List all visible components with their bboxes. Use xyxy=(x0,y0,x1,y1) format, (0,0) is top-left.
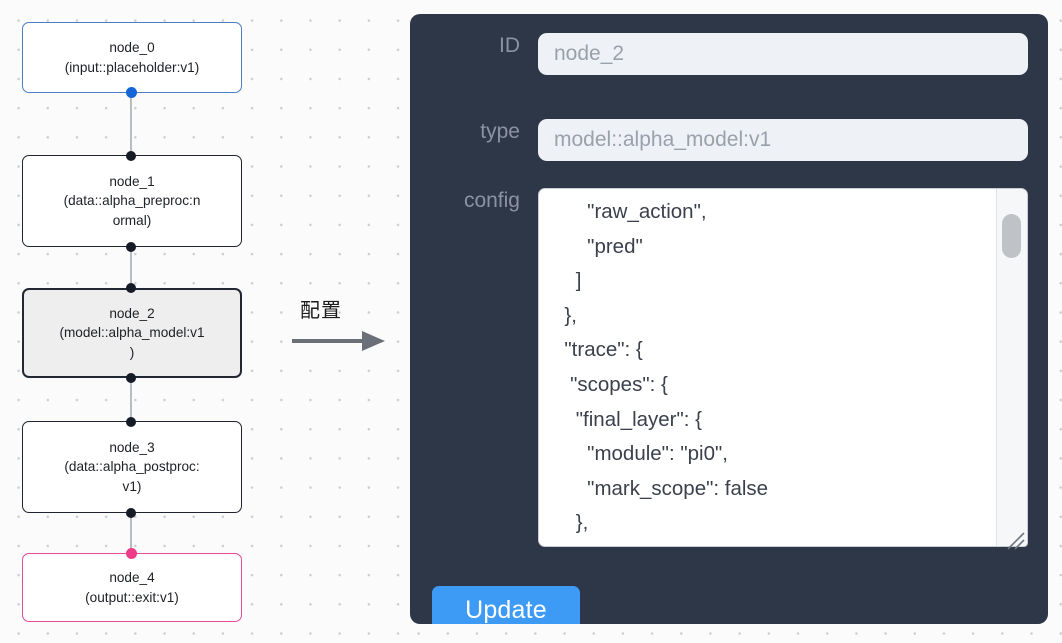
edge-node1-node2 xyxy=(130,246,132,292)
edge-node0-node1 xyxy=(130,92,132,160)
node-handle-target-node_1[interactable] xyxy=(126,151,136,161)
graph-node-node_1[interactable]: node_1 (data::alpha_preproc:n ormal) xyxy=(22,155,242,247)
type-label: type xyxy=(480,120,520,143)
edge-node2-node3 xyxy=(130,376,132,422)
right-arrow-icon xyxy=(292,331,385,351)
node-title: node_2 xyxy=(109,305,155,321)
graph-node-node_0[interactable]: node_0 (input::placeholder:v1) xyxy=(22,22,242,93)
node-title: node_0 xyxy=(109,40,155,55)
node-handle-target-node_2[interactable] xyxy=(126,283,136,293)
id-label: ID xyxy=(499,34,520,57)
annotation-caption: 配置 xyxy=(300,298,342,322)
node-handle-target-node_4[interactable] xyxy=(126,548,137,559)
field-row-config: config "raw_action", "pred" ] }, "trace"… xyxy=(410,188,1028,552)
graph-node-node_2[interactable]: node_2 (model::alpha_model:v1 ) xyxy=(22,288,242,378)
node-handle-source-node_1[interactable] xyxy=(126,242,136,252)
field-row-id: ID xyxy=(410,33,1028,75)
node-title: node_4 xyxy=(109,570,155,585)
node-subtitle: (input::placeholder:v1) xyxy=(64,59,200,75)
node-subtitle: (output::exit:v1) xyxy=(85,589,179,605)
node-title: node_1 xyxy=(109,173,155,189)
graph-node-node_3[interactable]: node_3 (data::alpha_postproc: v1) xyxy=(22,421,242,513)
node-handle-source-node_3[interactable] xyxy=(126,508,136,518)
type-input[interactable] xyxy=(538,119,1028,161)
graph-node-node_4[interactable]: node_4 (output::exit:v1) xyxy=(22,553,242,622)
node-title: node_3 xyxy=(109,439,155,455)
field-row-type: type xyxy=(410,119,1028,161)
node-subtitle: (data::alpha_postproc: v1) xyxy=(64,459,200,494)
node-handle-target-node_3[interactable] xyxy=(126,417,136,427)
node-handle-source-node_0[interactable] xyxy=(126,87,137,98)
config-textarea[interactable]: "raw_action", "pred" ] }, "trace": { "sc… xyxy=(538,188,1028,547)
annotation-config-arrow: 配置 xyxy=(290,298,400,368)
config-label: config xyxy=(463,189,520,212)
id-input[interactable] xyxy=(538,33,1028,75)
node-handle-source-node_2[interactable] xyxy=(126,373,136,383)
edge-node3-node4 xyxy=(130,510,132,556)
node-subtitle: (data::alpha_preproc:n ormal) xyxy=(63,193,201,228)
graph-canvas[interactable]: node_0 (input::placeholder:v1) node_1 (d… xyxy=(0,0,400,643)
config-textarea-wrapper: "raw_action", "pred" ] }, "trace": { "sc… xyxy=(538,188,1028,552)
update-button[interactable]: Update xyxy=(432,586,580,624)
node-config-panel: ID type config "raw_action", "pred" ] },… xyxy=(410,14,1048,624)
node-subtitle: (model::alpha_model:v1 ) xyxy=(59,325,205,360)
